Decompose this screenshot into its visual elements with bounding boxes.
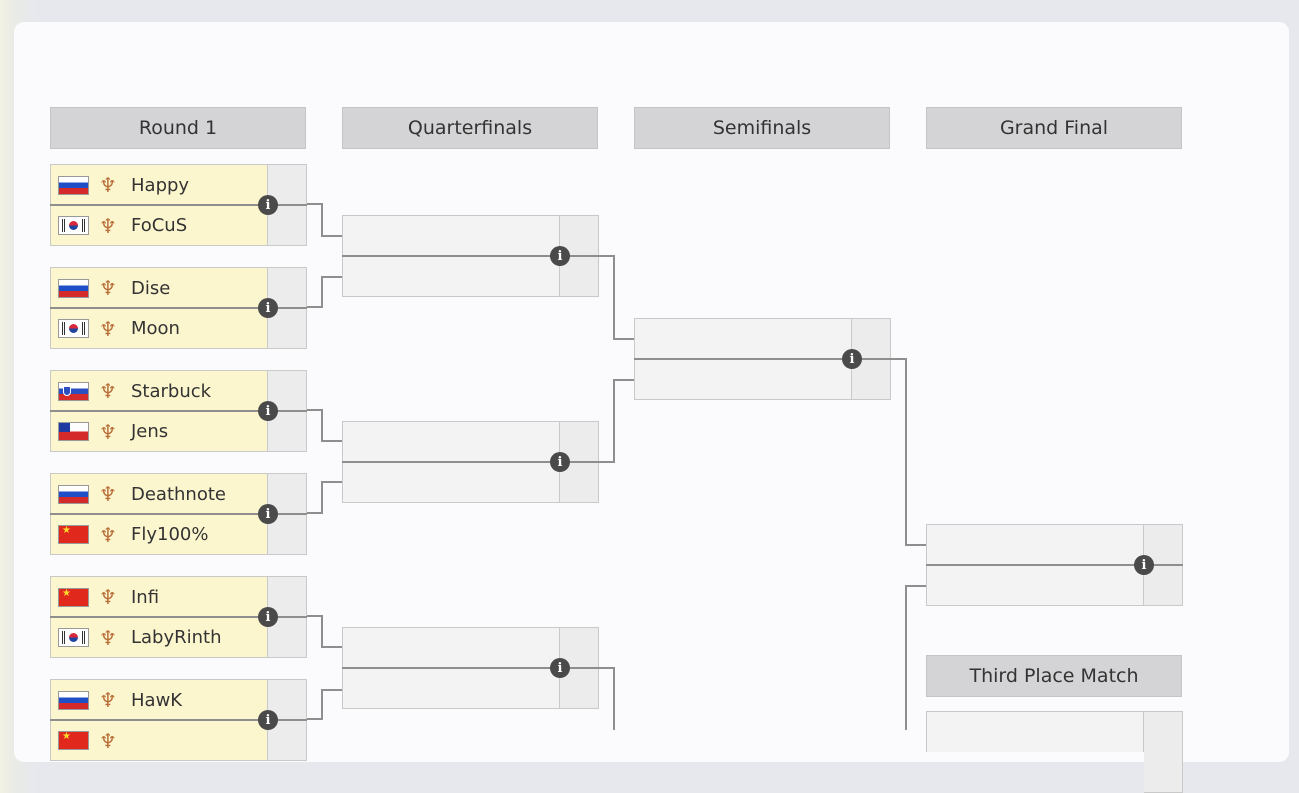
empty-slot[interactable] [342,256,560,297]
protoss-icon: ♆ [99,379,117,403]
slovenia-flag-icon [58,381,89,401]
chile-flag-icon [58,422,89,441]
player-slot[interactable]: ♆ [50,720,268,761]
score-column [1144,711,1183,793]
semifinal-match-1: i [634,318,891,400]
empty-slot[interactable] [342,215,560,256]
round1-match-4: ♆ Deathnote ♆ Fly100% i [50,473,307,555]
info-icon[interactable]: i [258,504,278,524]
empty-slot[interactable] [342,462,560,503]
korea-flag-icon [58,216,89,235]
round1-match-1: ♆ Happy ♆ FoCuS i [50,164,307,246]
protoss-icon: ♆ [99,316,117,341]
empty-slot[interactable] [634,359,852,400]
korea-flag-icon [58,319,89,338]
player-name: Moon [131,318,180,339]
player-slot[interactable]: ♆ Starbuck [50,370,268,411]
third-place-match [926,711,1183,793]
player-slot[interactable]: ♆ FoCuS [50,205,268,246]
china-flag-icon [58,587,89,607]
info-icon[interactable]: i [550,658,570,678]
player-slot[interactable]: ♆ Deathnote [50,473,268,514]
info-icon[interactable]: i [1134,555,1154,575]
empty-slot[interactable] [342,421,560,462]
player-name: Fly100% [131,524,209,545]
player-name: Infi [131,586,160,608]
round-header-round-1: Round 1 [50,107,306,149]
match-divider [50,719,307,721]
info-icon[interactable]: i [258,298,278,318]
player-slot[interactable]: ♆ Dise [50,267,268,308]
player-name: Starbuck [131,380,212,402]
round-header-quarterfinals: Quarterfinals [342,107,598,149]
player-name: HawK [131,689,183,711]
china-flag-icon [58,731,89,750]
match-divider [50,410,307,412]
quarterfinal-match-2: i [342,421,599,503]
player-name: Dise [131,277,171,299]
empty-slot[interactable] [634,318,852,359]
player-slot[interactable]: ♆ Happy [50,164,268,205]
player-name: Jens [131,421,169,442]
player-name: LabyRinth [131,627,222,648]
player-name: FoCuS [131,215,188,236]
empty-slot[interactable] [342,627,560,668]
quarterfinal-match-1: i [342,215,599,297]
round1-match-2: ♆ Dise ♆ Moon i [50,267,307,349]
round1-match-3: ♆ Starbuck ♆ Jens i [50,370,307,452]
round1-match-6: ♆ HawK ♆ i [50,679,307,761]
china-flag-icon [58,525,89,544]
empty-slot[interactable] [342,668,560,709]
protoss-icon: ♆ [99,522,117,547]
russia-flag-icon [58,690,89,710]
protoss-icon: ♆ [99,276,117,300]
round-header-semifinals: Semifinals [634,107,890,149]
quarterfinal-match-3: i [342,627,599,709]
player-slot[interactable]: ♆ Moon [50,308,268,349]
match-divider [634,358,891,360]
match-divider [50,513,307,515]
protoss-icon: ♆ [99,625,117,650]
info-icon[interactable]: i [258,401,278,421]
protoss-icon: ♆ [99,173,117,197]
empty-slot[interactable] [926,565,1144,606]
protoss-icon: ♆ [99,688,117,712]
match-divider [50,616,307,618]
player-slot[interactable]: ♆ Fly100% [50,514,268,555]
info-icon[interactable]: i [258,607,278,627]
player-slot[interactable]: ♆ HawK [50,679,268,720]
player-slot[interactable]: ♆ Infi [50,576,268,617]
player-slot[interactable]: ♆ LabyRinth [50,617,268,658]
empty-slot[interactable] [926,711,1144,752]
protoss-icon: ♆ [99,213,117,238]
info-icon[interactable]: i [550,452,570,472]
info-icon[interactable]: i [842,349,862,369]
russia-flag-icon [58,175,89,195]
match-divider [342,461,599,463]
match-divider [926,564,1183,566]
protoss-icon: ♆ [99,419,117,444]
match-divider [342,255,599,257]
info-icon[interactable]: i [550,246,570,266]
match-divider [50,307,307,309]
empty-slot[interactable] [926,524,1144,565]
protoss-icon: ♆ [99,728,117,753]
grand-final-match: i [926,524,1183,606]
protoss-icon: ♆ [99,585,117,609]
russia-flag-icon [58,278,89,298]
player-slot[interactable]: ♆ Jens [50,411,268,452]
russia-flag-icon [58,484,89,504]
player-name: Deathnote [131,483,226,505]
protoss-icon: ♆ [99,482,117,506]
match-divider [342,667,599,669]
match-divider [50,204,307,206]
korea-flag-icon [58,628,89,647]
info-icon[interactable]: i [258,710,278,730]
info-icon[interactable]: i [258,195,278,215]
round1-match-5: ♆ Infi ♆ LabyRinth i [50,576,307,658]
round-header-grand-final: Grand Final [926,107,1182,149]
round-header-third-place: Third Place Match [926,655,1182,697]
player-name: Happy [131,174,190,196]
